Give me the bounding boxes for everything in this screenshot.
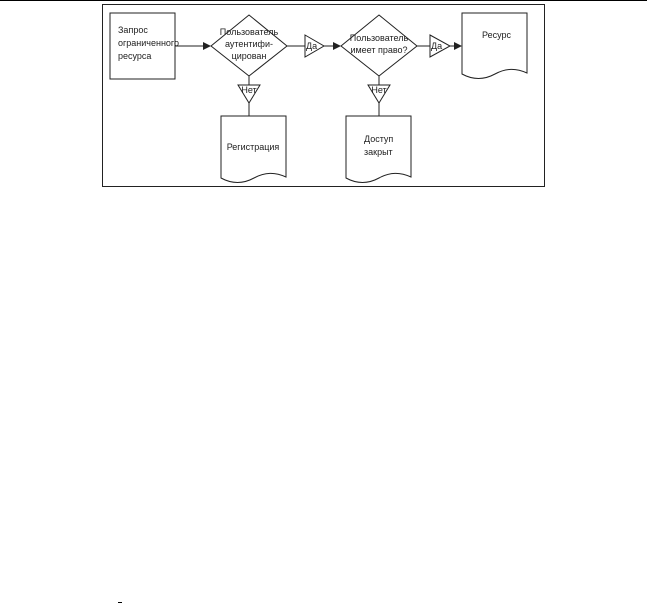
node-rights-check: Пользователь имеет право? [340,14,418,77]
resource-label: Ресурс [482,30,512,40]
rights-no-label: Нет [371,85,386,95]
request-label-line-3: ресурса [118,51,151,61]
request-box [109,12,176,80]
rights-yes-triangle [429,34,452,58]
rights-no-triangle [367,84,391,104]
page-mark [118,602,122,603]
branch-rights-no: Нет [367,84,391,104]
request-label-line-1: Запрос [118,25,148,35]
request-label-line-2: ограниченного [118,38,179,48]
auth-no-triangle [237,84,261,104]
top-rule [0,0,647,1]
rights-check-label-line-1: Пользователь [350,33,409,43]
registration-document [220,115,287,183]
branch-auth-yes: Да [304,34,325,58]
auth-check-diamond [210,14,288,77]
flowchart-figure: Запрос ограниченного ресурса Пользовател… [102,4,545,187]
auth-check-label-line-1: Пользователь [220,27,279,37]
access-denied-label-line-1: Доступ [364,134,393,144]
node-registration: Регистрация [220,115,287,183]
access-denied-label-line-2: закрыт [364,147,393,157]
flowchart-svg: Запрос ограниченного ресурса Пользовател… [102,4,545,187]
auth-no-label: Нет [241,85,256,95]
registration-label: Регистрация [227,142,280,152]
node-auth-check: Пользователь аутентифи- цирован [210,14,288,77]
auth-yes-triangle [304,34,325,58]
rights-check-diamond [340,14,418,77]
branch-auth-no: Нет [237,84,261,104]
access-denied-document [345,115,412,183]
rights-check-label-line-2: имеет право? [350,45,407,55]
rights-yes-label: Да [431,41,442,51]
node-resource: Ресурс [461,12,528,79]
node-request: Запрос ограниченного ресурса [109,12,179,80]
node-access-denied: Доступ закрыт [345,115,412,183]
branch-rights-yes: Да [429,34,452,58]
auth-check-label-line-3: цирован [232,51,267,61]
auth-yes-label: Да [306,41,317,51]
resource-document [461,12,528,79]
auth-check-label-line-2: аутентифи- [225,39,273,49]
